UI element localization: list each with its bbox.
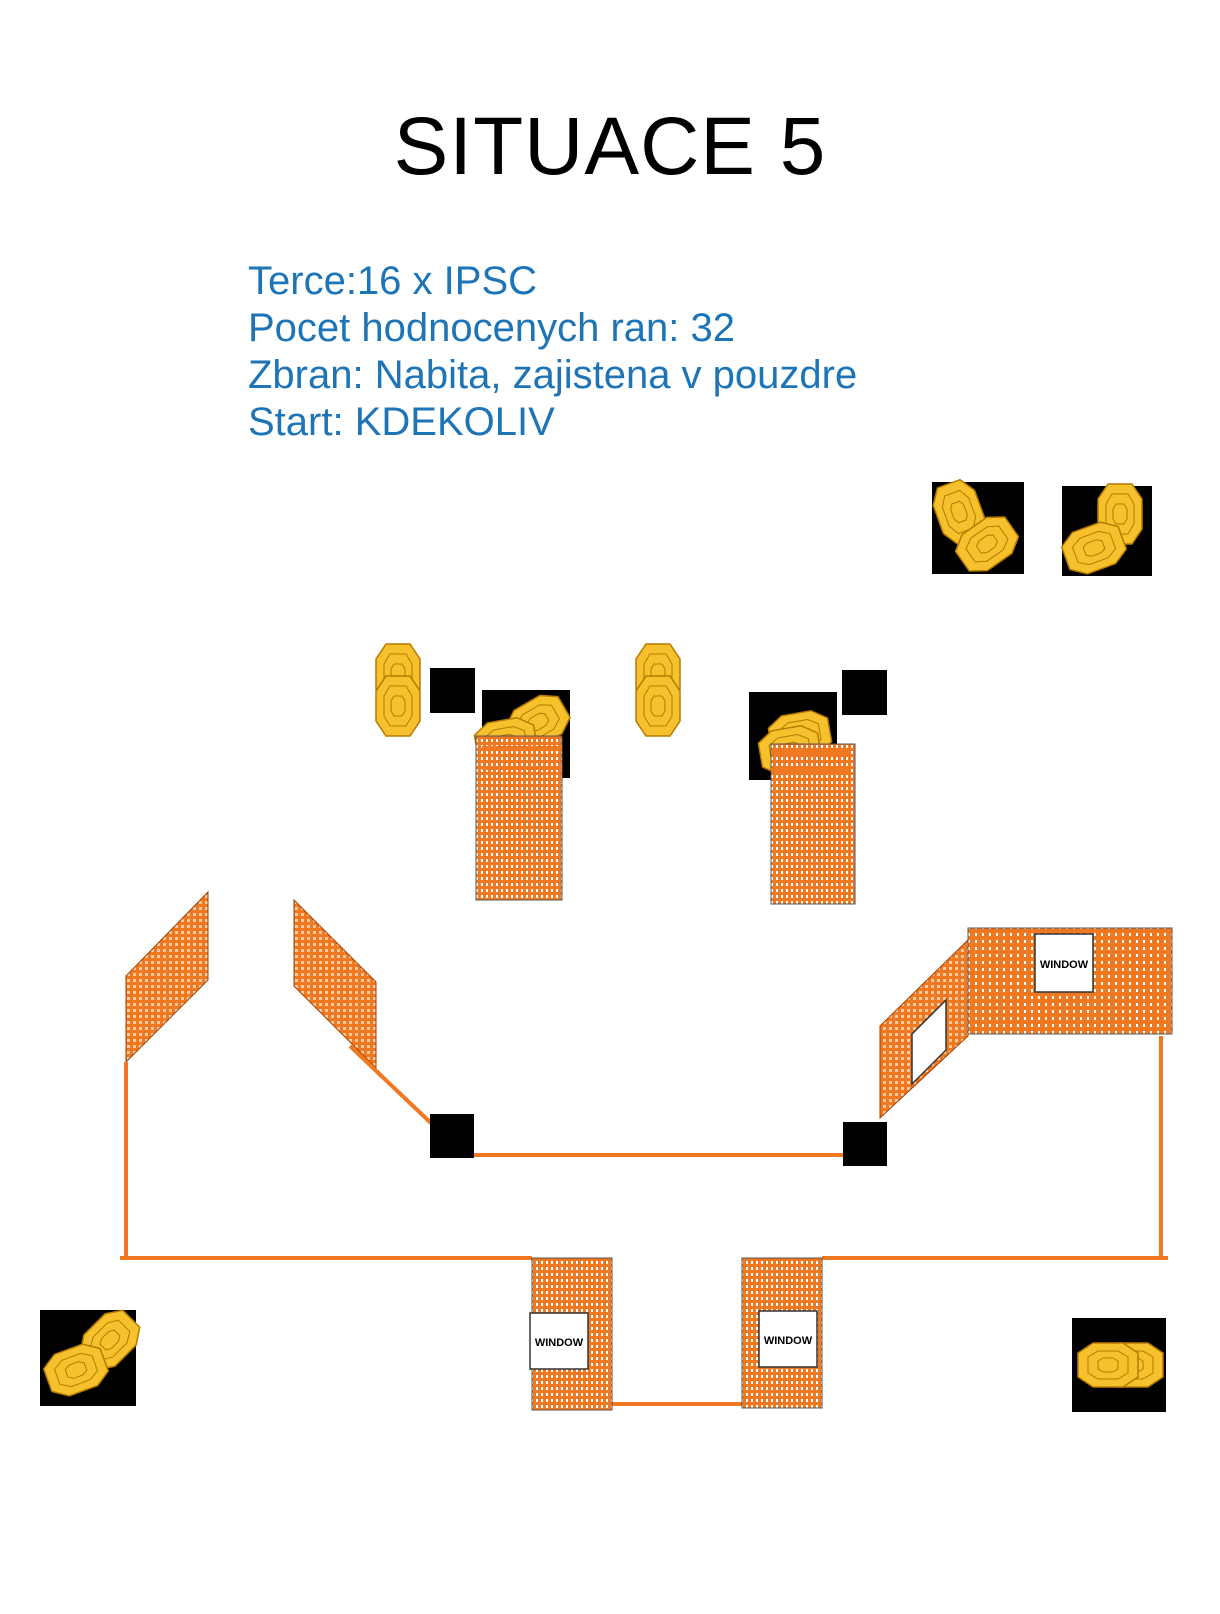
- window-icon: [911, 998, 947, 1086]
- no-shoot-target-icon: [843, 1122, 887, 1166]
- no-shoot-target-icon: [430, 1114, 474, 1158]
- barricade-icon: [293, 898, 377, 1070]
- target-group-top-right-2: [1057, 483, 1152, 580]
- info-weapon: Zbran: Nabita, zajistena v pouzdre: [248, 353, 858, 397]
- no-shoot-target-icon: [842, 670, 887, 715]
- barricade-icon: [125, 890, 209, 1064]
- fault-lines: [120, 1036, 1168, 1406]
- window-label: WINDOW: [535, 1337, 584, 1349]
- target-group-center-stack: [635, 643, 681, 737]
- target-group-top-right-1: [927, 475, 1025, 580]
- target-group-bottom-right: [1072, 1318, 1166, 1412]
- stage-info: Terce:16 x IPSC Pocet hodnocenych ran: 3…: [248, 258, 857, 446]
- window-icon: [1034, 933, 1094, 993]
- ipsc-target-icon: [635, 675, 681, 737]
- window-label: WINDOW: [764, 1335, 813, 1347]
- ipsc-target-icon: [375, 675, 421, 737]
- window-label: WINDOW: [1040, 959, 1089, 971]
- no-shoot-target-icon: [430, 668, 475, 713]
- info-targets: Terce:16 x IPSC: [248, 259, 538, 303]
- page-title: SITUACE 5: [393, 101, 827, 192]
- window-icon: [758, 1310, 818, 1368]
- ipsc-target-icon: [1077, 1342, 1139, 1388]
- target-group-left-stack: [375, 643, 475, 737]
- window-icon: [529, 1312, 589, 1370]
- info-start: Start: KDEKOLIV: [248, 400, 555, 444]
- target-group-bottom-left: [39, 1302, 148, 1406]
- info-rounds: Pocet hodnocenych ran: 32: [248, 306, 736, 350]
- barricade-icon: [475, 735, 563, 901]
